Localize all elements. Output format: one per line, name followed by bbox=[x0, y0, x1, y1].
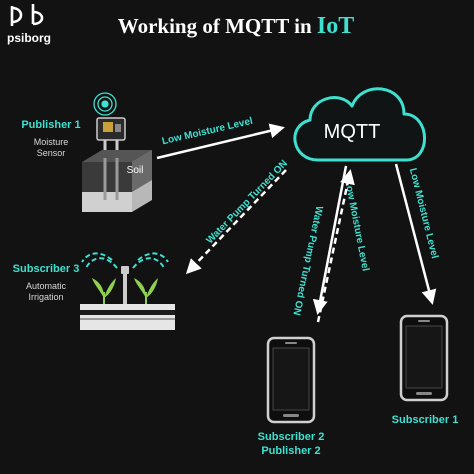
message-label-broker-to-sub1: Low Moisture Level bbox=[407, 167, 440, 260]
water-spray-icon bbox=[81, 252, 169, 269]
cloud-icon bbox=[293, 87, 426, 162]
publisher-2-label: Publisher 2 bbox=[261, 445, 320, 457]
subscriber-1-label: Subscriber 1 bbox=[392, 414, 459, 426]
publisher-1-node: Publisher 1 Moisture Sensor Soil bbox=[21, 92, 152, 212]
logo-mark-icon bbox=[10, 4, 44, 26]
irrigation-pipe-icon bbox=[80, 304, 175, 330]
subscriber-3-node: Subscriber 3 Automatic Irrigation bbox=[13, 252, 175, 330]
message-arrow-pub1-to-broker: Low Moisture Level bbox=[156, 116, 285, 160]
subscriber-2-label: Subscriber 2 bbox=[258, 431, 325, 443]
subscriber-1-node: Subscriber 1 bbox=[392, 314, 459, 426]
publisher-1-desc-line2: Sensor bbox=[37, 148, 66, 158]
wifi-signal-icon bbox=[93, 92, 117, 116]
logo-text: psiborg bbox=[7, 31, 51, 45]
subscriber-3-desc-line1: Automatic bbox=[26, 281, 67, 291]
cloud-label: MQTT bbox=[324, 121, 381, 143]
title-main: Working of MQTT in bbox=[118, 14, 312, 38]
title-accent: IoT bbox=[317, 13, 354, 39]
publisher-1-desc-line1: Moisture bbox=[34, 137, 69, 147]
subscriber-2-publisher-2-node: Subscriber 2 Publisher 2 bbox=[258, 336, 325, 457]
message-arrow-broker-to-sub1: Low Moisture Level bbox=[394, 163, 440, 305]
plant-icon bbox=[134, 278, 158, 304]
subscriber-3-label: Subscriber 3 bbox=[13, 263, 80, 275]
smartphone-icon bbox=[266, 336, 316, 424]
publisher-1-label: Publisher 1 bbox=[21, 119, 80, 131]
message-arrow-broker-to-sub3: Water Pump Turned ON bbox=[185, 158, 290, 275]
plant-icon bbox=[92, 278, 116, 304]
message-label-pub1-to-broker: Low Moisture Level bbox=[161, 116, 254, 148]
mqtt-broker-cloud: MQTT bbox=[293, 87, 426, 162]
soil-label: Soil bbox=[127, 165, 144, 176]
sprinkler-icon bbox=[121, 266, 129, 308]
smartphone-icon bbox=[399, 314, 449, 402]
psiborg-logo: psiborg bbox=[7, 4, 51, 45]
soil-block-icon bbox=[82, 150, 152, 212]
message-label-broker-to-sub3: Water Pump Turned ON bbox=[204, 158, 289, 246]
subscriber-3-desc-line2: Irrigation bbox=[28, 292, 63, 302]
page-title: Working of MQTT in IoT bbox=[118, 13, 355, 39]
